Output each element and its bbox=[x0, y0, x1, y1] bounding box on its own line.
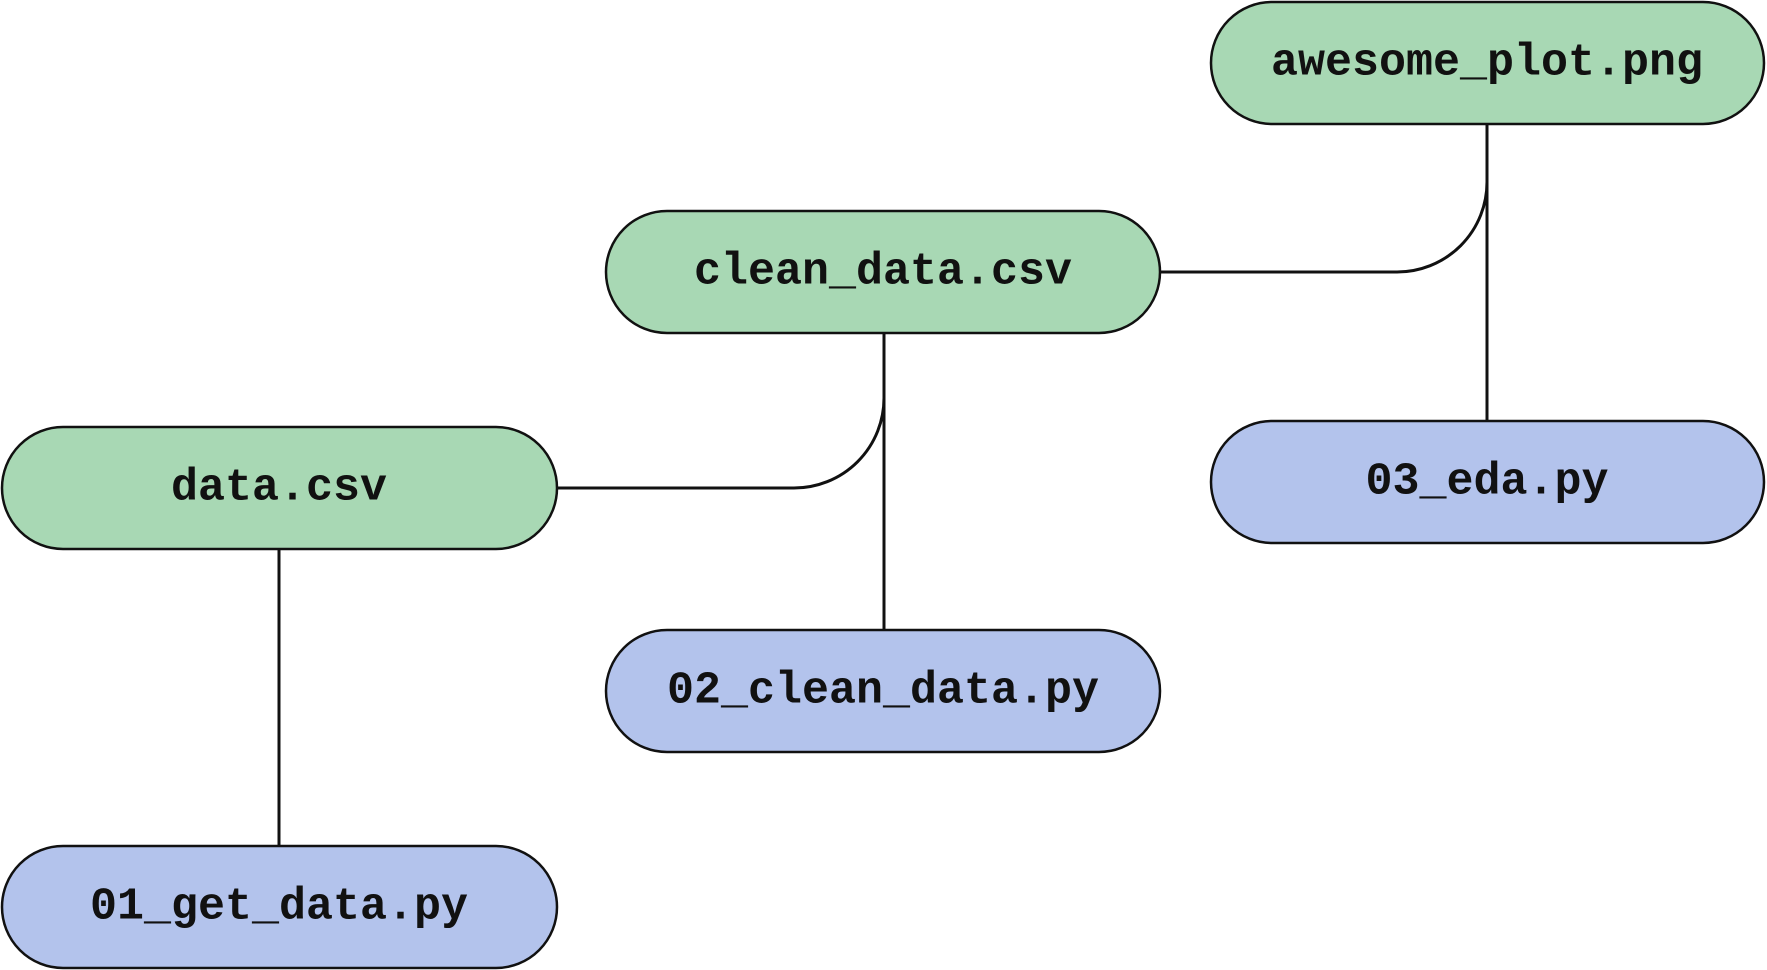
node-awesome-plot-label: awesome_plot.png bbox=[1271, 38, 1703, 89]
edge-data-csv-to-clean-data-csv bbox=[557, 397, 886, 490]
node-data-csv[interactable]: data.csv bbox=[0, 425, 559, 551]
node-get-data-py-label: 01_get_data.py bbox=[90, 882, 468, 933]
node-clean-data-csv-shape bbox=[604, 209, 1162, 335]
node-clean-data-py-shape bbox=[604, 628, 1162, 754]
node-data-csv-shape bbox=[0, 425, 559, 551]
node-eda-py[interactable]: 03_eda.py bbox=[1209, 419, 1766, 545]
node-get-data-py-shape bbox=[0, 844, 559, 970]
edge-clean-data-csv-to-awesome-plot bbox=[1160, 181, 1489, 274]
node-awesome-plot[interactable]: awesome_plot.png bbox=[1209, 0, 1766, 126]
node-eda-py-label: 03_eda.py bbox=[1365, 457, 1608, 508]
node-clean-data-csv[interactable]: clean_data.csv bbox=[604, 209, 1162, 335]
node-eda-py-shape bbox=[1209, 419, 1766, 545]
node-awesome-plot-shape bbox=[1209, 0, 1766, 126]
node-clean-data-py[interactable]: 02_clean_data.py bbox=[604, 628, 1162, 754]
node-get-data-py[interactable]: 01_get_data.py bbox=[0, 844, 559, 970]
edges bbox=[277, 123, 1489, 847]
node-clean-data-py-label: 02_clean_data.py bbox=[667, 666, 1099, 717]
node-clean-data-csv-label: clean_data.csv bbox=[694, 247, 1072, 298]
node-data-csv-label: data.csv bbox=[171, 463, 387, 514]
